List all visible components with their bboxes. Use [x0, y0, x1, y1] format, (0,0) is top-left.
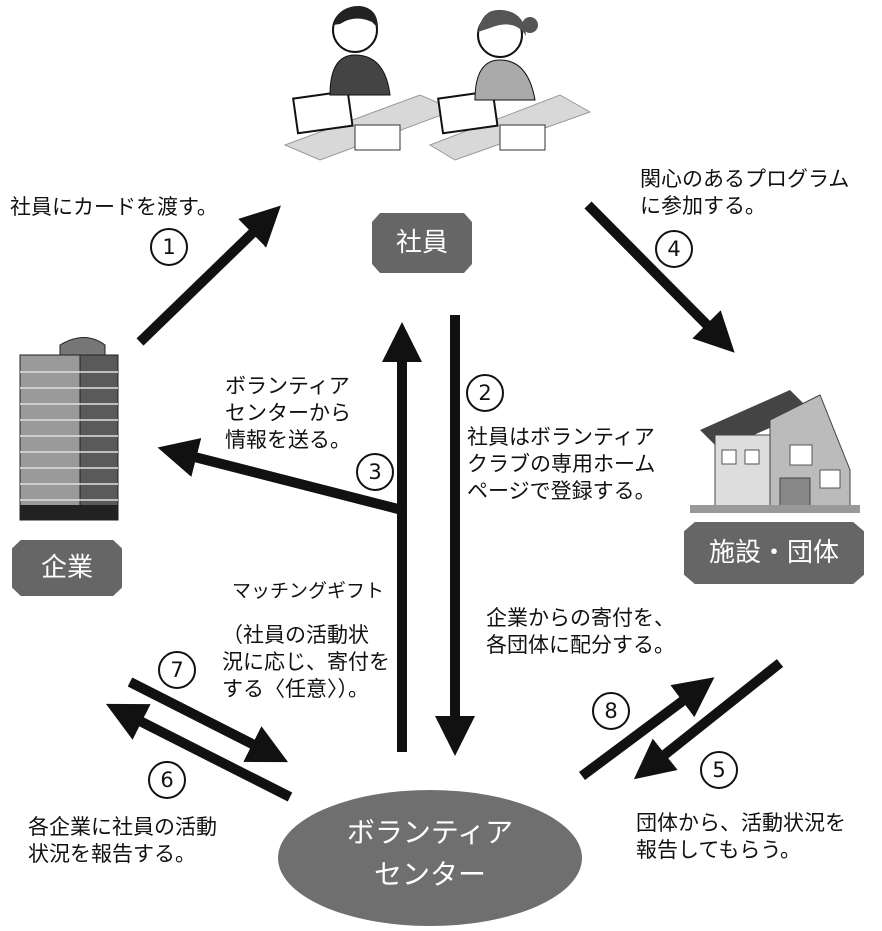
step-2-text: 社員はボランティア クラブの専用ホーム ページで登録する。 [467, 425, 656, 503]
step-3-text: ボランティア センターから 情報を送る。 [225, 374, 351, 452]
facility-house-illustration [690, 390, 860, 513]
office-workers-illustration [283, 5, 592, 161]
volunteer-center-label: ボランティア センター [280, 812, 580, 896]
employee-label: 社員 [395, 228, 448, 258]
step-4-text: 関心のあるプログラム に参加する。 [640, 167, 850, 218]
step-1-text: 社員にカードを渡す。 [10, 195, 218, 219]
step-2-number: 2 [466, 374, 504, 412]
arrow-4-employee-to-facility [584, 201, 735, 353]
step-8-number: 8 [592, 692, 630, 730]
arrow-1-company-to-employee [136, 205, 281, 346]
office-building-illustration [19, 337, 119, 521]
arrow-8-center-to-facility [579, 677, 715, 781]
step-7-title: マッチングギフト [232, 580, 385, 602]
arrow-3-center-to-company [157, 438, 404, 515]
volunteer-center-node [278, 790, 582, 926]
step-5-number: 5 [700, 751, 738, 789]
step-5-text: 団体から、活動状況を 報告してもらう。 [636, 811, 846, 862]
center-label-line2: センター [373, 858, 486, 891]
step-3-number: 3 [356, 453, 394, 491]
center-label-line1: ボランティア [346, 816, 514, 849]
employee-node: 社員 [372, 213, 472, 273]
step-8-text: 企業からの寄付を、 各団体に配分する。 [486, 606, 675, 657]
step-6-text: 各企業に社員の活動 状況を報告する。 [28, 815, 217, 866]
step-4-number: 4 [655, 230, 693, 268]
company-node: 企業 [12, 540, 122, 596]
arrow-5-facility-to-center [633, 659, 784, 780]
step-6-number: 6 [148, 761, 186, 799]
arrow-7-company-to-center [127, 677, 289, 763]
arrow-6-center-to-company [105, 703, 293, 802]
step-1-number: 1 [150, 228, 188, 266]
facility-label: 施設・団体 [708, 538, 839, 568]
facility-node: 施設・団体 [684, 522, 864, 584]
step-7-number: 7 [158, 651, 196, 689]
company-label: 企業 [40, 553, 93, 583]
step-7-text: （社員の活動状 況に応じ、寄付を する〈任意〉）。 [222, 623, 390, 701]
